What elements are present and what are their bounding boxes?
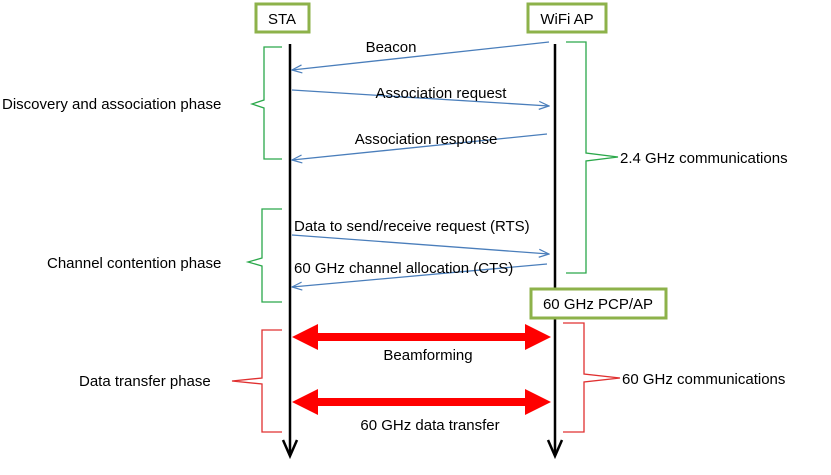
ghz60-bracket — [563, 322, 621, 433]
assoc-request-arrow — [291, 89, 549, 106]
ghz24-bracket — [566, 41, 619, 274]
data-transfer-phase-label: Data transfer phase — [79, 373, 211, 390]
assoc-response-arrow — [292, 133, 548, 160]
data-transfer-label: 60 GHz data transfer — [360, 417, 499, 434]
sta-lifeline-arrowhead — [281, 439, 299, 460]
ghz24-label: 2.4 GHz communications — [620, 150, 788, 167]
discovery-phase-label: Discovery and association phase — [2, 96, 221, 113]
data-transfer-bracket — [231, 329, 282, 433]
rts-arrow — [291, 234, 549, 254]
data-transfer-arrow — [292, 389, 551, 415]
beamforming-label: Beamforming — [383, 347, 472, 364]
beacon-label: Beacon — [366, 39, 417, 56]
assoc-response-label: Association response — [355, 131, 498, 148]
sta-label: STA — [268, 11, 296, 28]
cts-label: 60 GHz channel allocation (CTS) — [294, 260, 513, 277]
wifi-ap-label: WiFi AP — [540, 11, 593, 28]
contention-phase-label: Channel contention phase — [47, 255, 221, 272]
contention-bracket — [245, 208, 282, 303]
wifi-ap-box: WiFi AP — [526, 2, 608, 34]
beamforming-arrow — [292, 324, 551, 350]
pcp-ap-box: 60 GHz PCP/AP — [529, 287, 668, 320]
rts-label: Data to send/receive request (RTS) — [294, 218, 530, 235]
sta-box: STA — [254, 2, 311, 34]
cts-arrow — [292, 263, 548, 287]
assoc-request-label: Association request — [376, 85, 508, 102]
pcp-ap-label: 60 GHz PCP/AP — [543, 296, 653, 313]
discovery-bracket — [249, 46, 282, 160]
beacon-arrow — [292, 41, 550, 70]
ap-lifeline-arrowhead — [546, 439, 564, 460]
ghz60-label: 60 GHz communications — [622, 371, 785, 388]
